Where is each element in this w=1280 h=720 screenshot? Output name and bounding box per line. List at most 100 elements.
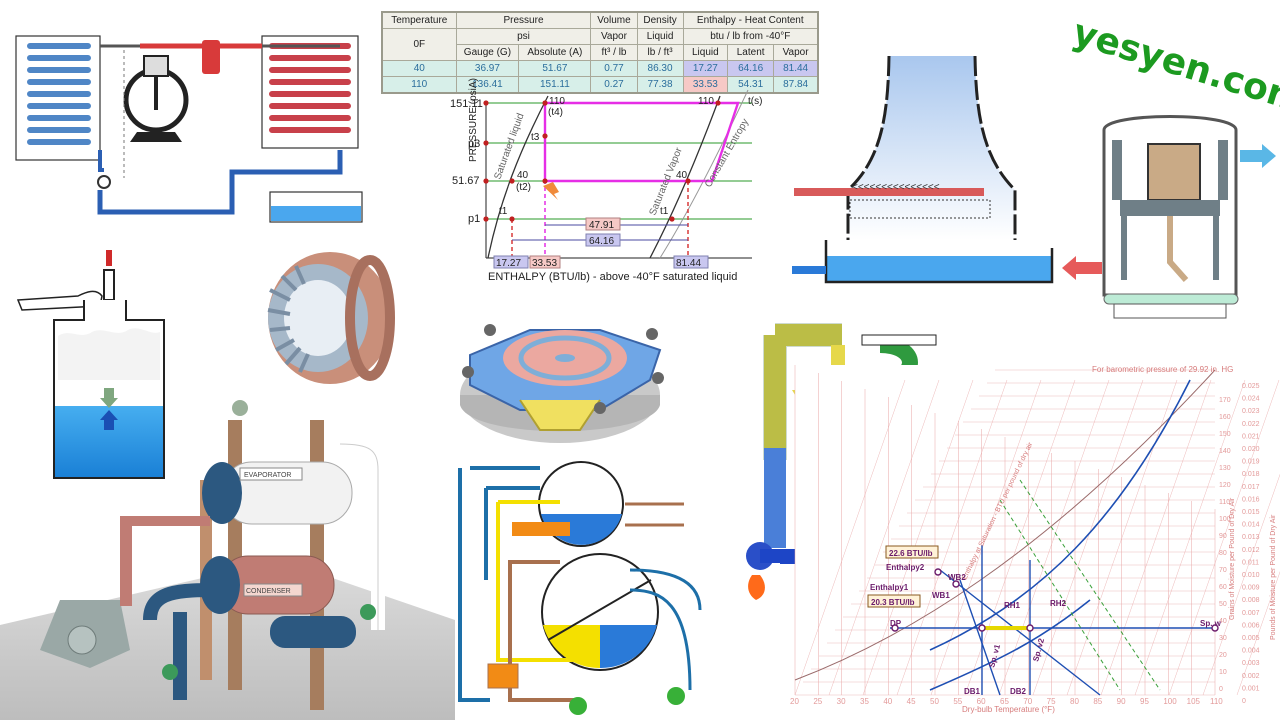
- cell-latent: 54.31: [727, 76, 775, 94]
- cell-vapor: 81.44: [773, 60, 819, 77]
- ph-point: [483, 216, 489, 222]
- psy-xtick: 25: [813, 697, 822, 706]
- psy-box2: 20.3 BTU/lb: [871, 598, 915, 607]
- ph-x-label: 17.27: [496, 258, 521, 269]
- ph-ylabel: PRESSURE (psiA): [468, 78, 479, 162]
- cold-water-pipe: [792, 266, 826, 274]
- psy-gtick: 70: [1219, 567, 1227, 574]
- psy-ytick: 0.004: [1242, 648, 1260, 655]
- temp-unit-text: 0F: [413, 39, 426, 50]
- psy-gtick: 60: [1219, 584, 1227, 591]
- psy-label: DP: [890, 619, 902, 628]
- ph-point-label: 40: [676, 170, 688, 181]
- ph-ytick: 51.67: [452, 175, 480, 187]
- table-row: 110 136.41 151.11 0.27 77.38 33.53 54.31…: [381, 76, 819, 94]
- cell-density: 86.30: [636, 60, 684, 77]
- ph-point-label: t3: [531, 132, 540, 143]
- psy-ytick: 0.002: [1242, 673, 1260, 680]
- psy-xtick: 110: [1210, 697, 1223, 706]
- ph-x-label: 33.53: [532, 258, 557, 269]
- ph-point-label: 40: [517, 170, 529, 181]
- cell-vapor: 87.84: [773, 76, 819, 94]
- ph-delta-label: 47.91: [589, 220, 614, 231]
- psy-enthalpy-line: [1202, 473, 1280, 696]
- pump-box: [487, 663, 519, 689]
- cell-gauge: 36.97: [455, 60, 520, 77]
- psy-enthalpy-line: [1100, 379, 1212, 696]
- psy-gtick: 80: [1219, 550, 1227, 557]
- psy-ytick: 0.024: [1242, 396, 1260, 403]
- orange-arrow-icon: [543, 182, 559, 200]
- outlet-arrow-icon: [1062, 256, 1102, 280]
- psy-ytick: 0.010: [1242, 572, 1260, 579]
- psy-ytick: 0.014: [1242, 522, 1260, 529]
- psy-rh-curve: [929, 599, 1091, 691]
- psy-ytick: 0.020: [1242, 446, 1260, 453]
- psy-dash-line: [1019, 479, 1161, 691]
- evaporator-coil: [27, 43, 91, 145]
- psy-box1: 22.6 BTU/lb: [889, 549, 933, 558]
- psy-xlabel: Dry-bulb Temperature (°F): [962, 705, 1055, 714]
- ph-point-label: t(s): [748, 96, 762, 107]
- table-row: 40 36.97 51.67 0.77 86.30 17.27 64.16 81…: [381, 60, 819, 77]
- psy-enthalpy-line: [930, 379, 1042, 696]
- ph-point: [509, 216, 515, 222]
- psy-xtick: 20: [790, 697, 799, 706]
- ph-point: [542, 100, 548, 106]
- psy-label: DB2: [1010, 687, 1027, 696]
- refrigeration-cycle-diagram: [15, 35, 363, 223]
- psy-gtick: 30: [1219, 635, 1227, 642]
- cell-abs: 151.11: [518, 76, 592, 94]
- ph-point-label: t1: [499, 206, 508, 217]
- psy-title: For barometric pressure of 29.92 in. HG: [1092, 365, 1233, 374]
- psy-ytick: 0.009: [1242, 585, 1260, 592]
- psy-label: WB2: [948, 573, 966, 582]
- expansion-valve: [97, 175, 111, 189]
- psy-label: DB1: [964, 687, 981, 696]
- psy-ytick: 0.025: [1242, 383, 1260, 390]
- psy-xtick: 90: [1117, 697, 1126, 706]
- svg-text:<<<<<<<<<<<<<<<: <<<<<<<<<<<<<<<: [852, 182, 940, 193]
- psy-point: [891, 624, 899, 632]
- psy-gtick: 140: [1219, 448, 1231, 455]
- psy-enthalpy-line: [896, 379, 1008, 696]
- ph-ytick: p3: [468, 138, 480, 150]
- psy-enthalpy-line: [1066, 379, 1178, 696]
- up-arrow-icon: [100, 410, 118, 430]
- psy-ytick: 0.006: [1242, 622, 1260, 629]
- psy-xtick: 105: [1187, 697, 1201, 706]
- ph-ytick: p1: [468, 213, 480, 225]
- psy-gtick: 50: [1219, 601, 1227, 608]
- psy-enthalpy-line: [1134, 379, 1246, 696]
- cell-temp: 40: [381, 60, 457, 77]
- condenser-label: CONDENSER: [246, 588, 291, 595]
- psy-xtick: 60: [977, 697, 986, 706]
- ph-ytick: 151.11: [450, 98, 483, 110]
- ph-point: [483, 178, 489, 184]
- psy-gtick: 150: [1219, 431, 1231, 438]
- ph-point-label: 110: [549, 96, 565, 107]
- cell-liquid: 33.53: [682, 76, 729, 94]
- psy-ytick: 0.022: [1242, 421, 1260, 428]
- psy-ytick: 0.001: [1242, 685, 1260, 692]
- cell-latent: 64.16: [727, 60, 775, 77]
- psy-gtick: 90: [1219, 533, 1227, 540]
- psy-enthalpy-line: [794, 379, 906, 696]
- psy-xtick: 95: [1140, 697, 1149, 706]
- ph-sat-liquid-curve: [487, 95, 549, 259]
- inlet-arrow-icon: [1240, 144, 1276, 168]
- ph-point: [483, 140, 489, 146]
- cooling-tower-diagram: <<<<<<<<<<<<<<<: [792, 55, 1054, 284]
- psy-ylabel2: Grains of Moisture per Pound of Dry Air: [1229, 497, 1236, 620]
- psy-ytick: 0.017: [1242, 484, 1260, 491]
- psy-ytick: 0: [1242, 698, 1246, 705]
- solution-pump: [569, 697, 587, 715]
- psy-xtick: 35: [860, 697, 869, 706]
- burner-flame-icon: [748, 575, 765, 600]
- hot-water-pipe: [794, 188, 984, 196]
- absorption-chiller-schematic: [458, 461, 702, 715]
- pressure-enthalpy-chart: PRESSURE (psiA) ENTHALPY (BTU/lb) - abov…: [450, 78, 762, 283]
- psy-ytick: 0.008: [1242, 597, 1260, 604]
- boiling-flask-diagram: [16, 250, 165, 479]
